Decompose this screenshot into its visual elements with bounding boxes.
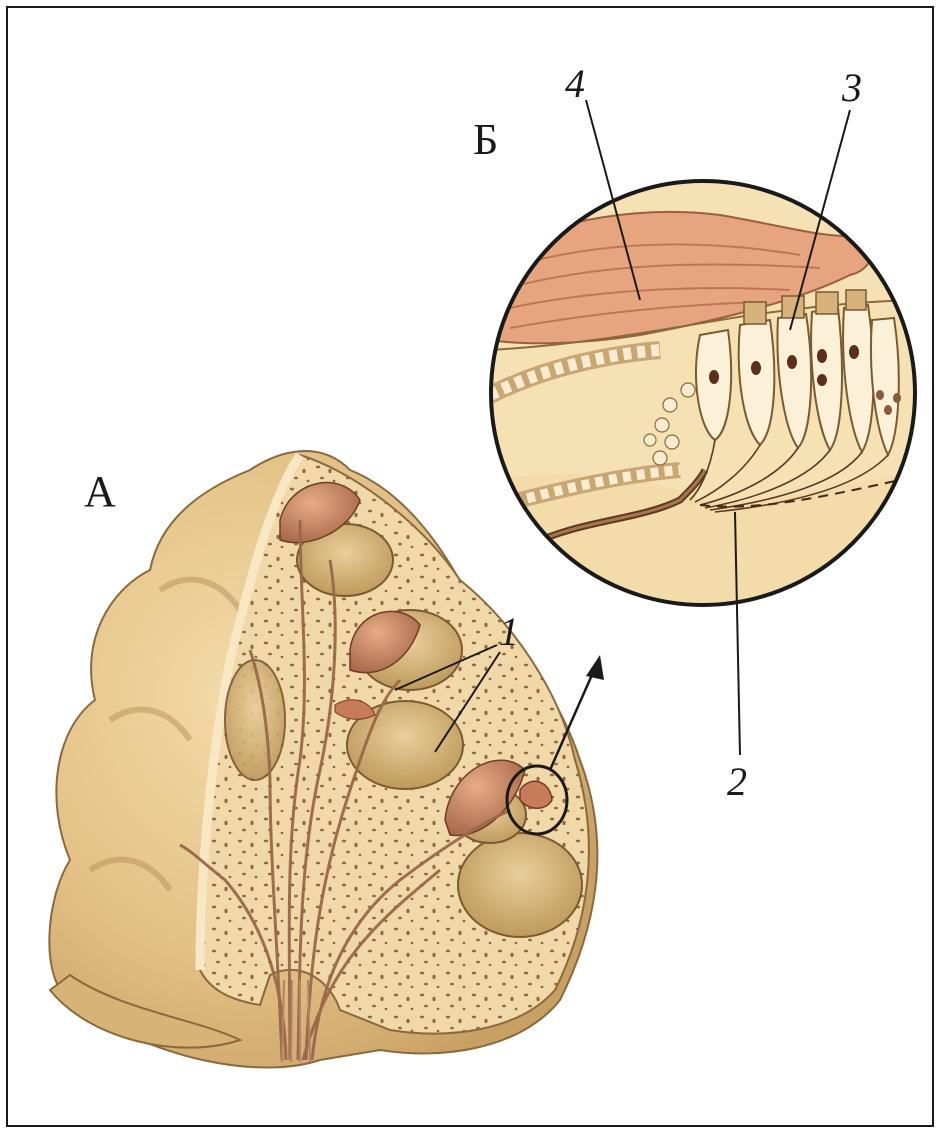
magnified-view <box>480 100 930 755</box>
callout-label-3: 3 <box>842 68 862 108</box>
panel-label-b: Б <box>473 118 498 162</box>
callout-label-1: 1 <box>499 612 519 652</box>
magnification-arrowhead <box>586 655 604 680</box>
callout-label-4: 4 <box>565 64 585 104</box>
panel-label-a: А <box>84 470 116 514</box>
callout-label-2: 2 <box>727 762 747 802</box>
nasal-cavity-section <box>49 451 604 1067</box>
